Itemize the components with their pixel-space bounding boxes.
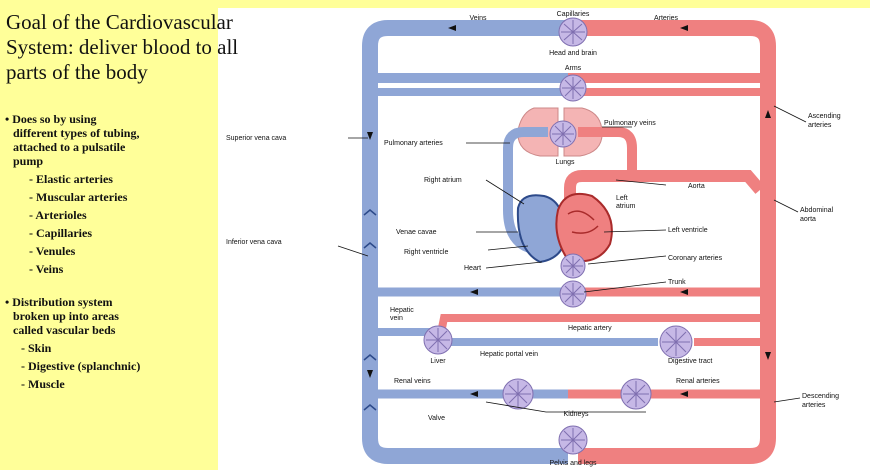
label-inferior-vena-cava: Inferior vena cava <box>226 239 282 246</box>
sub-bullet: - Digestive (splanchnic) <box>21 359 141 373</box>
vein-frame <box>362 20 568 464</box>
label-head-brain: Head and brain <box>549 50 597 57</box>
label-heart: Heart <box>464 265 481 272</box>
pulmonary-vein-vessel <box>578 127 637 170</box>
bullet-line: attached to a pulsatile <box>13 140 126 154</box>
valve-marks <box>363 209 377 411</box>
heart <box>516 192 613 264</box>
bullet-line: called vascular beds <box>13 323 116 337</box>
label-venae-cavae: Venae cavae <box>396 229 437 236</box>
label-veins: Veins <box>469 15 487 22</box>
label-right-atrium: Right atrium <box>424 177 462 184</box>
circulatory-diagram: Veins Capillaries Arteries Head and brai… <box>226 11 841 467</box>
bullet-line: • Does so by using <box>5 112 97 126</box>
label-pulmonary-arteries: Pulmonary arteries <box>384 140 443 147</box>
capillary-bed-head <box>558 17 588 47</box>
bullet-line: pump <box>13 154 44 168</box>
capillary-bed-kidney-left <box>502 378 534 410</box>
bullet-distribution: • Distribution system broken up into are… <box>5 295 140 391</box>
aorta-vessel <box>564 170 765 226</box>
label-hepatic-portal-vein: Hepatic portal vein <box>480 351 538 358</box>
title-line: parts of the body <box>6 60 148 84</box>
sub-bullet: - Venules <box>29 244 76 258</box>
bullet-line: • Distribution system <box>5 295 113 309</box>
capillary-bed-kidney-right <box>620 378 652 410</box>
top-yellow-strip <box>218 0 870 8</box>
sub-bullet: - Veins <box>29 262 64 276</box>
sub-bullet: - Arterioles <box>29 208 87 222</box>
sub-bullet: - Capillaries <box>29 226 92 240</box>
sub-bullet: - Muscular arteries <box>29 190 128 204</box>
label-renal-arteries: Renal arteries <box>676 378 720 385</box>
label-capillaries: Capillaries <box>557 11 590 18</box>
capillary-bed-pelvis <box>558 425 588 455</box>
flow-arrows <box>367 25 771 397</box>
slide-title: Goal of the Cardiovascular System: deliv… <box>6 10 239 85</box>
capillary-bed-lungs <box>549 120 577 148</box>
label-trunk: Trunk <box>668 279 686 286</box>
capillary-bed-liver <box>423 325 453 355</box>
label-valve: Valve <box>428 415 445 422</box>
label-arms: Arms <box>565 65 582 72</box>
artery-frame <box>578 20 776 464</box>
label-pulmonary-veins: Pulmonary veins <box>604 120 656 127</box>
label-pelvis-legs: Pelvis and legs <box>549 460 597 467</box>
label-lungs: Lungs <box>555 159 575 166</box>
bullet-line: different types of tubing, <box>13 126 140 140</box>
label-hepatic-artery: Hepatic artery <box>568 325 612 332</box>
capillary-bed-digestive <box>659 325 693 359</box>
bullet-line: broken up into areas <box>13 309 119 323</box>
label-liver: Liver <box>430 358 446 365</box>
sub-bullet: - Elastic arteries <box>29 172 113 186</box>
label-kidneys: Kidneys <box>564 411 589 418</box>
label-aorta: Aorta <box>688 183 705 190</box>
bullet-tubing: • Does so by using different types of tu… <box>5 112 139 276</box>
label-right-ventricle: Right ventricle <box>404 249 448 256</box>
label-arteries: Arteries <box>654 15 679 22</box>
leader-lines <box>337 105 807 413</box>
sub-bullet: - Skin <box>21 341 52 355</box>
capillary-bed-trunk <box>559 280 587 308</box>
title-line: System: deliver blood to all <box>6 35 239 59</box>
capillary-bed-arms <box>559 74 587 102</box>
label-renal-veins: Renal veins <box>394 378 431 385</box>
slide-text-panel: Goal of the Cardiovascular System: deliv… <box>0 0 239 470</box>
title-line: Goal of the Cardiovascular <box>6 10 233 34</box>
sub-bullet: - Muscle <box>21 377 65 391</box>
capillary-bed-coronary <box>560 253 586 279</box>
label-left-ventricle: Left ventricle <box>668 227 708 234</box>
label-superior-vena-cava: Superior vena cava <box>226 135 286 142</box>
label-digestive-tract: Digestive tract <box>668 358 712 365</box>
label-coronary-arteries: Coronary arteries <box>668 255 723 262</box>
